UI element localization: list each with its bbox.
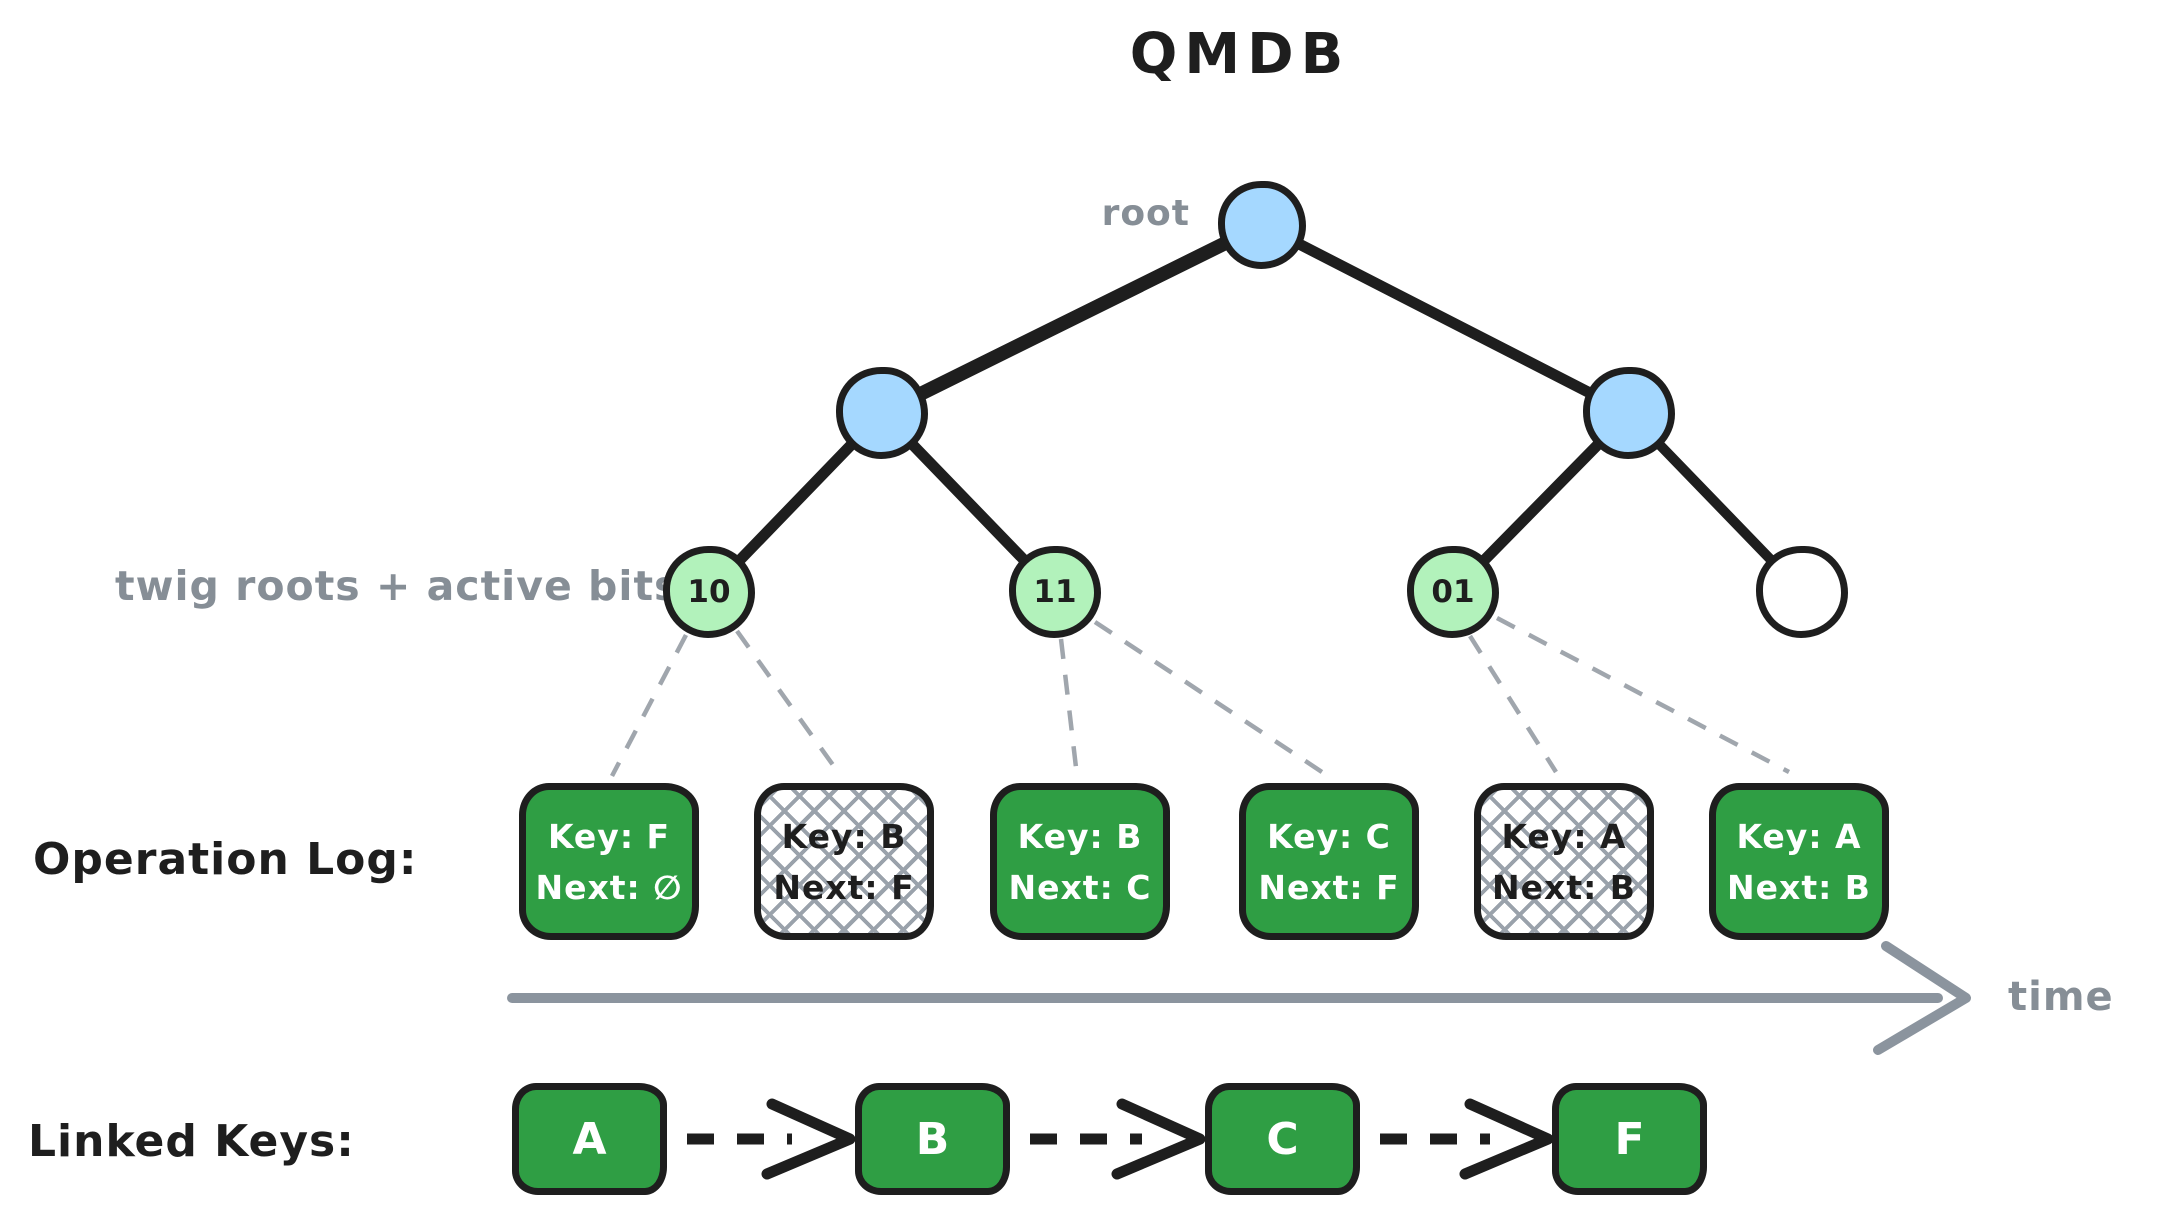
linked-keys-label: Linked Keys: (28, 1116, 355, 1167)
twig11-to-log3-connector (1058, 638, 1080, 777)
operation-log-label: Operation Log: (33, 834, 418, 885)
twig-roots-label: twig roots + active bits (115, 562, 680, 610)
op-log-entry: Key: A Next: B (1474, 783, 1654, 940)
twig10-to-log2-connector (735, 629, 840, 774)
op-key: Key: B (781, 816, 907, 856)
op-key: Key: A (1736, 816, 1862, 856)
twig-node-label: 10 (687, 574, 731, 610)
op-log-entry: Key: C Next: F (1239, 783, 1419, 940)
op-key: Key: F (547, 816, 671, 856)
op-key: Key: B (1017, 816, 1143, 856)
linked-key-node: B (855, 1083, 1010, 1195)
op-next: Next: F (1258, 867, 1400, 907)
op-key: Key: A (1501, 816, 1627, 856)
linked-key-node: F (1552, 1083, 1707, 1195)
op-next: Next: B (1727, 867, 1871, 907)
twig-node-label: 01 (1431, 574, 1475, 610)
root-node (1218, 181, 1306, 269)
twig-node-label: 11 (1033, 574, 1077, 610)
twig-node-10: 10 (663, 546, 755, 638)
op-log-entry: Key: F Next: ∅ (519, 783, 699, 940)
op-log-entry: Key: B Next: C (990, 783, 1170, 940)
linked-arrow-a-b-head-icon (761, 1098, 856, 1180)
twig01-to-log5-connector (1468, 634, 1558, 774)
tree-edge-root-left (875, 218, 1269, 420)
op-log-entry: Key: A Next: B (1709, 783, 1889, 940)
time-label: time (2008, 974, 2114, 1020)
linked-arrow-b-c-head-icon (1111, 1098, 1206, 1180)
tree-edge-root-right (1256, 219, 1635, 419)
op-next: Next: B (1492, 867, 1636, 907)
op-log-entry: Key: B Next: F (754, 783, 934, 940)
linked-key-node: A (512, 1083, 667, 1195)
op-next: Next: F (773, 867, 915, 907)
page-title: QMDB (1129, 22, 1351, 87)
time-axis-arrowhead-icon (1873, 941, 1971, 1055)
root-label: root (1101, 193, 1190, 234)
twig-node-01: 01 (1407, 546, 1499, 638)
twig01-to-log6-connector (1495, 616, 1791, 774)
linked-arrow-c-f-head-icon (1459, 1098, 1554, 1180)
op-next: Next: ∅ (535, 867, 683, 907)
internal-node-right (1583, 367, 1675, 459)
twig-node-empty (1756, 546, 1848, 638)
twig10-to-log1-connector (610, 633, 688, 778)
twig-node-11: 11 (1009, 546, 1101, 638)
op-key: Key: C (1267, 816, 1391, 856)
op-next: Next: C (1008, 867, 1152, 907)
twig11-to-log4-connector (1093, 620, 1324, 774)
linked-key-node: C (1205, 1083, 1360, 1195)
internal-node-left (836, 367, 928, 459)
